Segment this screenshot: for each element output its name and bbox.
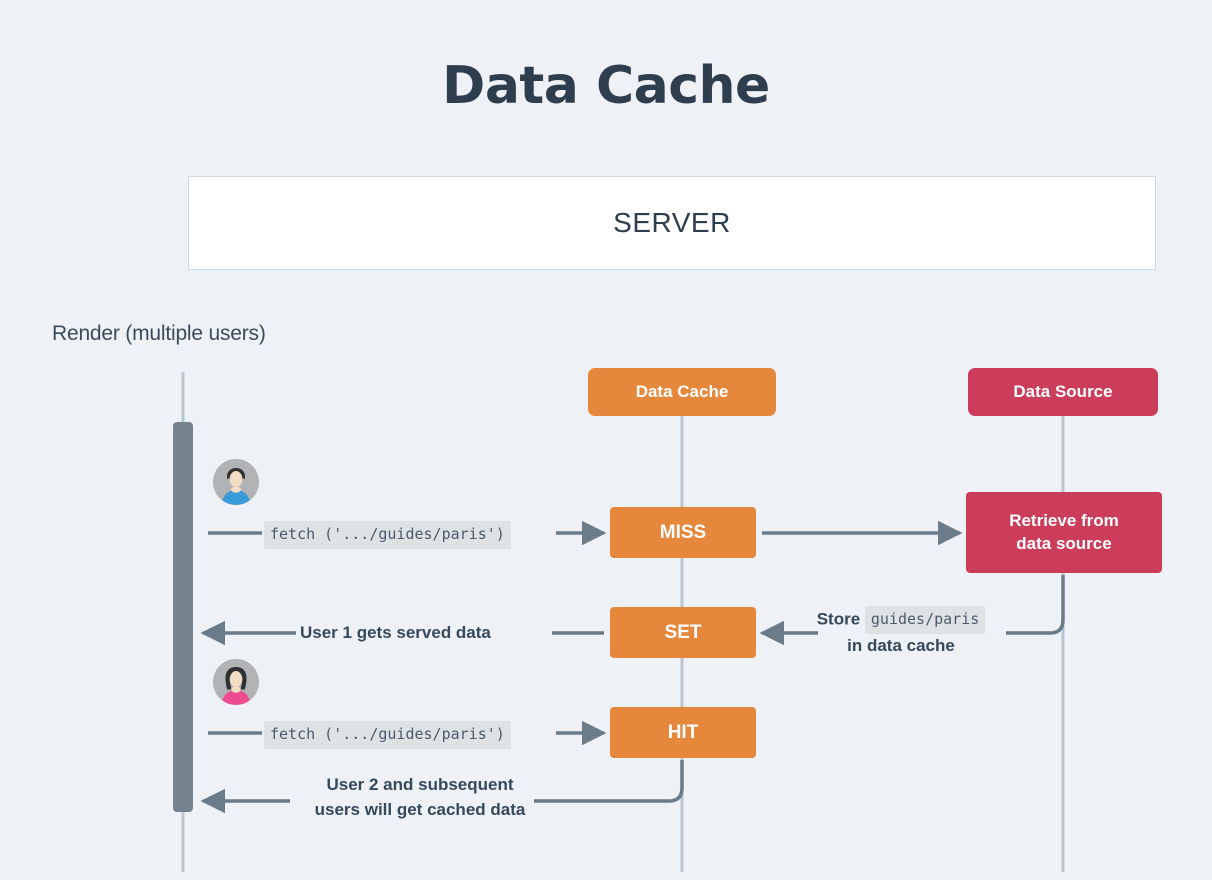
- lifeline-header-data-cache[interactable]: Data Cache: [588, 368, 776, 416]
- code-chip-fetch-1: fetch ('.../guides/paris'): [264, 521, 511, 549]
- message-user-1-served: User 1 gets served data: [300, 621, 491, 646]
- message-fetch-user-2: fetch ('.../guides/paris'): [264, 721, 511, 749]
- step-box-hit[interactable]: HIT: [610, 707, 756, 758]
- step-box-retrieve[interactable]: Retrieve from data source: [966, 492, 1162, 573]
- step-box-set-label: SET: [664, 621, 702, 643]
- message-cached-data: User 2 and subsequent users will get cac…: [290, 773, 550, 822]
- message-cached-line1: User 2 and subsequent: [326, 775, 514, 794]
- server-label: SERVER: [613, 207, 731, 238]
- message-store-prefix: Store: [816, 609, 861, 629]
- step-box-retrieve-line1: Retrieve from: [1009, 510, 1119, 530]
- server-container: SERVER: [188, 176, 1156, 270]
- elbow-hit-to-client: [534, 760, 684, 803]
- message-store-suffix: in data cache: [847, 635, 955, 655]
- step-box-hit-label: HIT: [667, 721, 699, 743]
- code-chip-fetch-2: fetch ('.../guides/paris'): [264, 721, 511, 749]
- lifeline-header-data-source[interactable]: Data Source: [968, 368, 1158, 416]
- code-chip-store-key: guides/paris: [864, 606, 986, 634]
- step-box-set[interactable]: SET: [610, 607, 756, 658]
- step-box-retrieve-line2: data source: [1016, 533, 1112, 553]
- message-store-in-cache: Store guides/paris in data cache: [801, 606, 1001, 658]
- page-title: Data Cache: [442, 56, 770, 116]
- message-fetch-user-1: fetch ('.../guides/paris'): [264, 521, 511, 549]
- render-section-label: Render (multiple users): [52, 322, 266, 345]
- message-user-1-served-text: User 1 gets served data: [300, 623, 491, 642]
- user-silhouette-icon: [213, 659, 259, 705]
- client-activation-bar: [173, 422, 193, 812]
- avatar-user-1: [213, 459, 259, 505]
- lifeline-header-data-source-label: Data Source: [1013, 382, 1113, 401]
- elbow-source-to-set: [1006, 575, 1065, 635]
- lifeline-header-data-cache-label: Data Cache: [635, 382, 729, 401]
- message-cached-line2: users will get cached data: [314, 799, 526, 819]
- step-box-miss[interactable]: MISS: [610, 507, 756, 558]
- avatar-user-2: [213, 659, 259, 705]
- step-box-miss-label: MISS: [659, 521, 707, 543]
- user-silhouette-icon: [213, 459, 259, 505]
